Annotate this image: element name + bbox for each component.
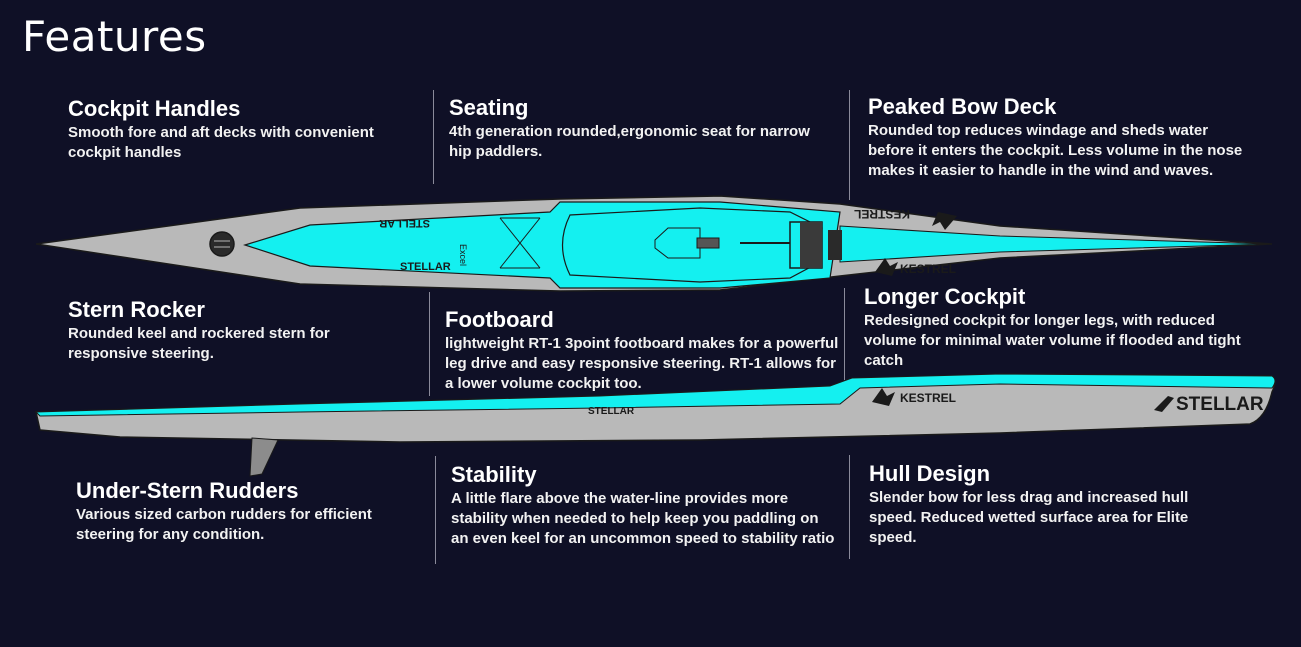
feature-divider bbox=[435, 456, 436, 564]
kayak-side-stellar-small: STELLAR bbox=[588, 406, 635, 417]
feature-desc: A little flare above the water-line prov… bbox=[451, 490, 835, 547]
kayak-top-seat-block bbox=[696, 237, 720, 249]
feature-footboard: Footboard lightweight RT-1 3point footbo… bbox=[445, 307, 840, 394]
feature-stern-rocker: Stern Rocker Rounded keel and rockered s… bbox=[68, 297, 398, 364]
feature-longer-cockpit: Longer Cockpit Redesigned cockpit for lo… bbox=[864, 284, 1259, 371]
feature-stability: Stability A little flare above the water… bbox=[451, 462, 836, 549]
kayak-top-kestrel-label: KESTREL bbox=[900, 262, 956, 276]
feature-divider bbox=[429, 292, 430, 396]
feature-title: Hull Design bbox=[869, 461, 991, 486]
feature-title: Footboard bbox=[445, 307, 554, 332]
feature-desc: 4th generation rounded,ergonomic seat fo… bbox=[449, 123, 810, 160]
kayak-top-hatch-icon bbox=[209, 231, 235, 257]
kayak-top-footboard bbox=[800, 222, 822, 268]
feature-desc: Rounded top reduces windage and sheds wa… bbox=[868, 122, 1243, 179]
feature-desc: Redesigned cockpit for longer legs, with… bbox=[864, 312, 1241, 369]
feature-divider bbox=[849, 90, 850, 200]
feature-desc: Smooth fore and aft decks with convenien… bbox=[68, 124, 374, 161]
feature-divider bbox=[849, 455, 850, 559]
kayak-side-stellar-large: STELLAR bbox=[1176, 394, 1264, 415]
feature-seating: Seating 4th generation rounded,ergonomic… bbox=[449, 95, 819, 162]
stellar-logo-icon bbox=[1154, 396, 1174, 412]
kayak-side-view: STELLAR KESTREL STELLAR bbox=[34, 373, 1276, 477]
feature-desc: Rounded keel and rockered stern for resp… bbox=[68, 325, 330, 362]
kayak-top-footboard-handle bbox=[828, 230, 842, 260]
feature-desc: lightweight RT-1 3point footboard makes … bbox=[445, 335, 839, 392]
feature-peaked-bow-deck: Peaked Bow Deck Rounded top reduces wind… bbox=[868, 94, 1253, 181]
kayak-top-seat bbox=[654, 227, 701, 259]
kestrel-bird-icon bbox=[932, 212, 957, 230]
feature-title: Peaked Bow Deck bbox=[868, 94, 1057, 119]
feature-hull-design: Hull Design Slender bow for less drag an… bbox=[869, 461, 1239, 548]
feature-desc: Slender bow for less drag and increased … bbox=[869, 489, 1189, 546]
kayak-top-stellar-upside: STELLAR bbox=[379, 217, 430, 229]
page-title: Features bbox=[22, 12, 207, 61]
kestrel-bird-icon bbox=[875, 258, 898, 276]
feature-divider bbox=[844, 288, 845, 380]
feature-cockpit-handles: Cockpit Handles Smooth fore and aft deck… bbox=[68, 96, 428, 163]
rudder-fin bbox=[249, 437, 279, 477]
feature-title: Longer Cockpit bbox=[864, 284, 1026, 309]
feature-title: Stability bbox=[451, 462, 537, 487]
kayak-top-kestrel-upside: KESTREL bbox=[854, 207, 910, 221]
kayak-side-kestrel-label: KESTREL bbox=[900, 391, 956, 405]
kestrel-bird-icon bbox=[872, 388, 895, 406]
feature-title: Stern Rocker bbox=[68, 297, 205, 322]
feature-desc: Various sized carbon rudders for efficie… bbox=[76, 506, 372, 543]
feature-under-stern-rudders: Under-Stern Rudders Various sized carbon… bbox=[76, 478, 416, 545]
kayak-top-excel-label: Excel bbox=[458, 244, 468, 266]
feature-title: Under-Stern Rudders bbox=[76, 478, 299, 503]
kayak-top-stellar-label: STELLAR bbox=[400, 261, 451, 273]
feature-title: Seating bbox=[449, 95, 529, 120]
feature-divider bbox=[433, 90, 434, 184]
kayak-side-cyan-sheer bbox=[34, 373, 1276, 417]
kayak-top-view: STELLAR STELLAR Excel KESTREL KESTREL bbox=[35, 195, 1273, 292]
feature-title: Cockpit Handles bbox=[68, 96, 241, 121]
